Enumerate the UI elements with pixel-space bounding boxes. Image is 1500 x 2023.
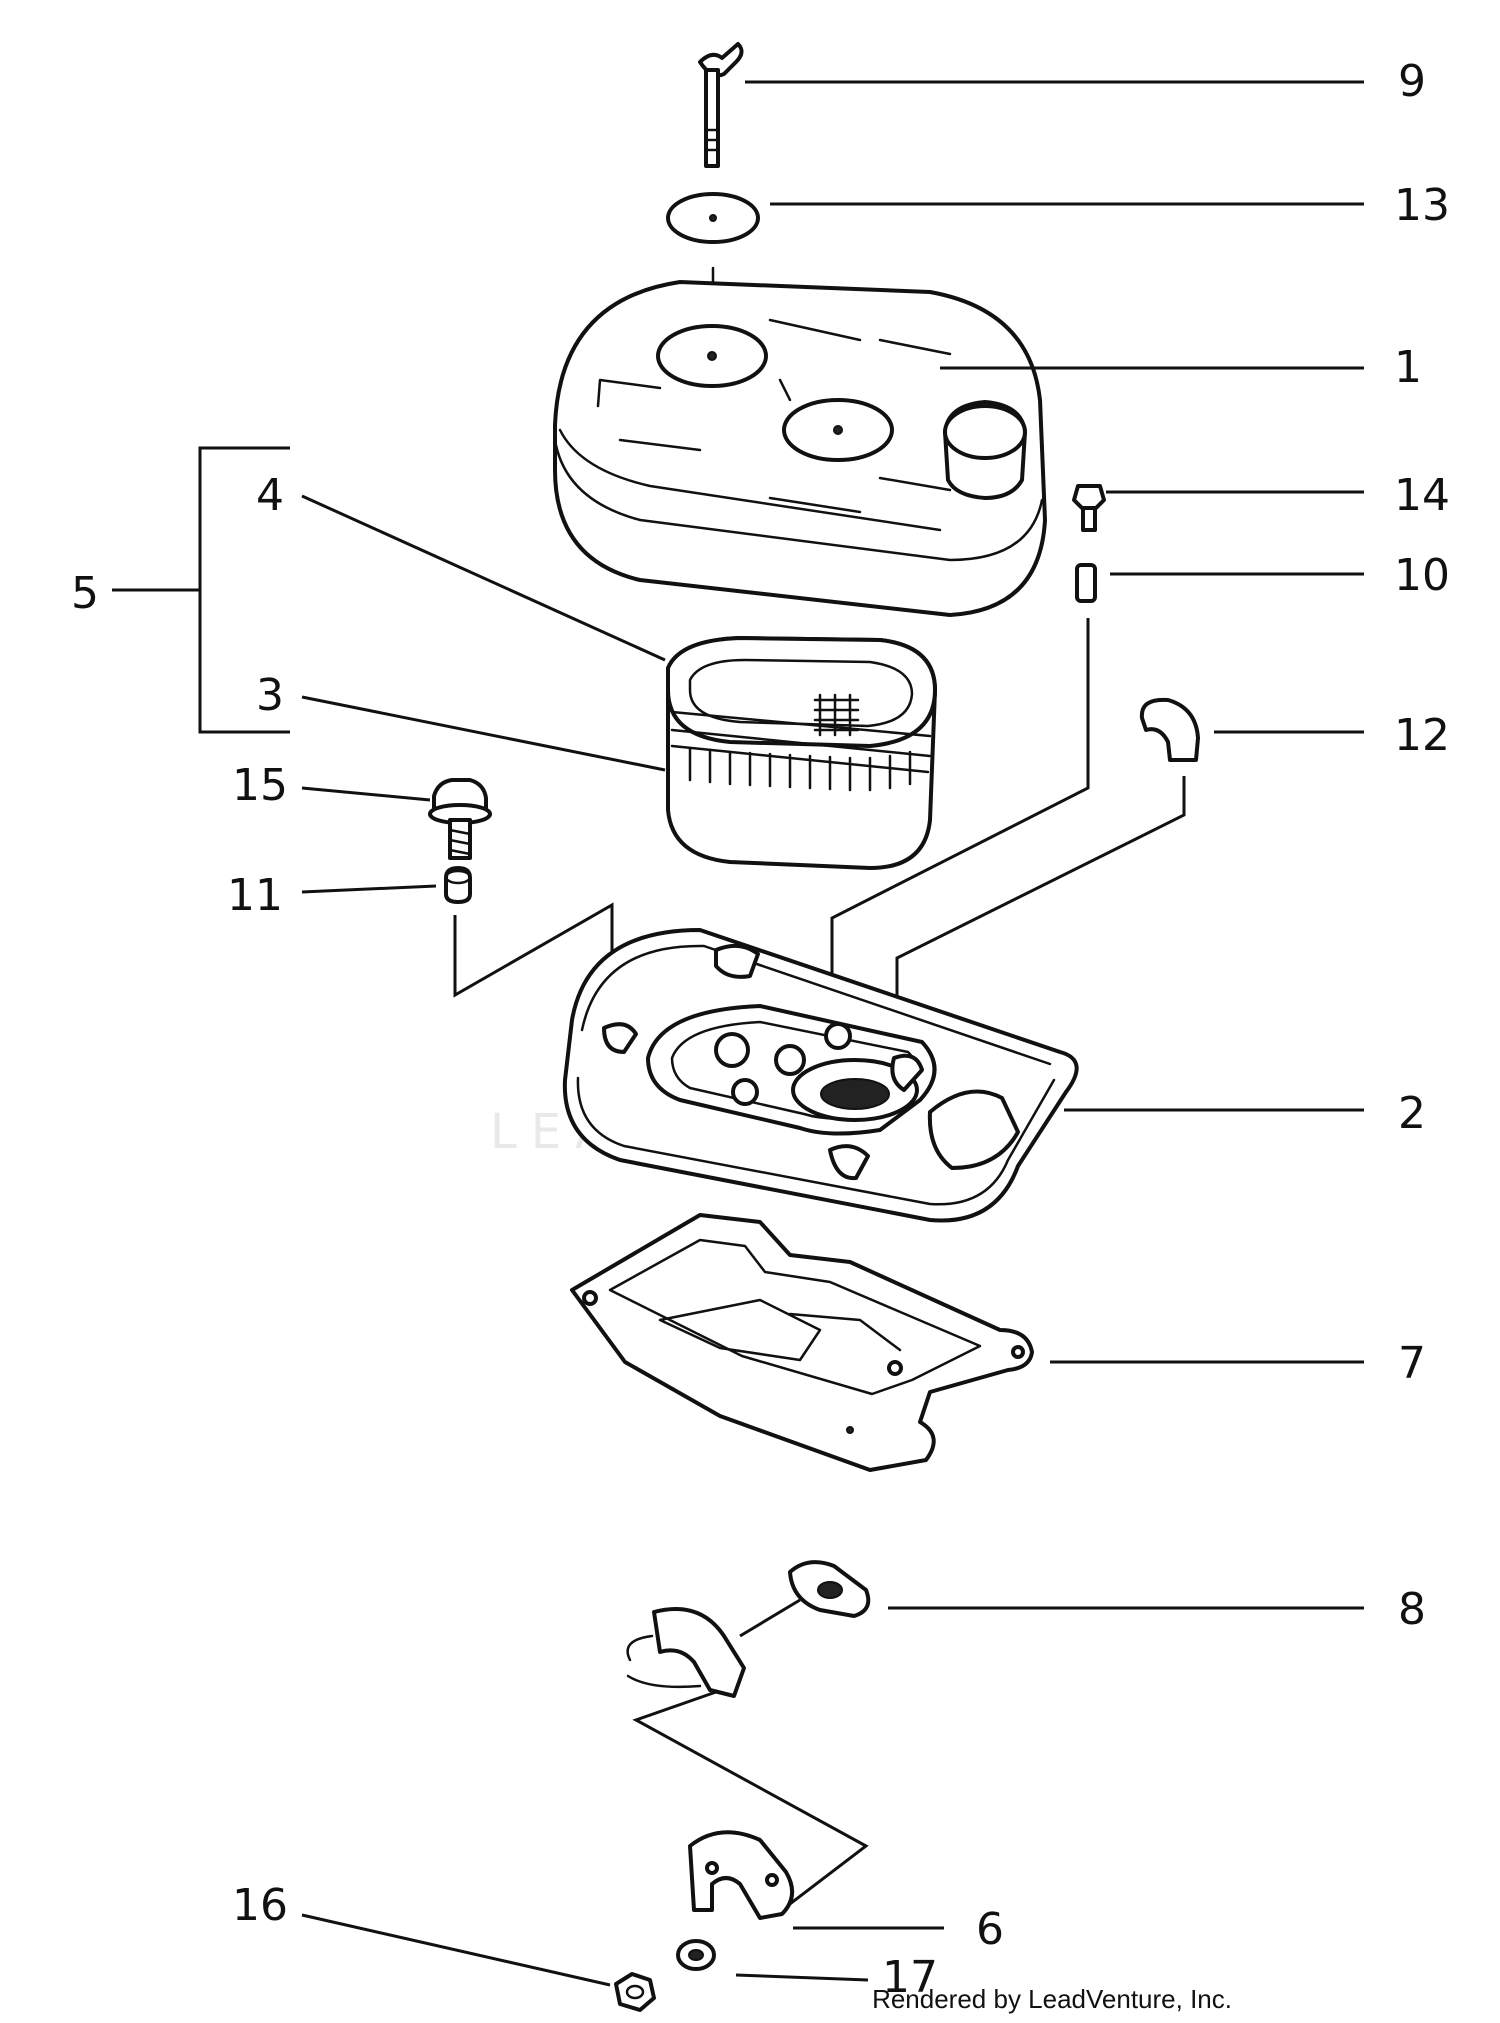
leader-8-pipe xyxy=(739,1598,801,1638)
part-7-plate xyxy=(570,1213,1034,1472)
callout-5: 5 xyxy=(71,568,99,619)
part-12-elbow xyxy=(895,697,1200,1040)
callout-17: 17 xyxy=(882,1952,938,2003)
callout-9: 9 xyxy=(1398,56,1426,107)
part-3-4-filter-elements xyxy=(666,636,937,870)
part-10-pin xyxy=(830,563,1097,1005)
callout-4: 4 xyxy=(256,470,284,521)
callout-7: 7 xyxy=(1398,1338,1426,1389)
part-1-cover xyxy=(553,280,1047,617)
leader-lines xyxy=(112,80,1364,1987)
callout-labels: 9 13 1 14 10 12 2 7 8 6 17 5 4 3 15 11 1… xyxy=(71,56,1450,2003)
callout-8: 8 xyxy=(1398,1584,1426,1635)
part-16-nut xyxy=(614,1972,656,2012)
part-2-base xyxy=(562,928,1079,1223)
callout-14: 14 xyxy=(1394,470,1450,521)
callout-13: 13 xyxy=(1394,180,1450,231)
part-8-gasket xyxy=(788,1560,871,1618)
callout-15: 15 xyxy=(232,760,288,811)
callout-16: 16 xyxy=(232,1880,288,1931)
callout-3: 3 xyxy=(256,670,284,721)
intake-pipe xyxy=(626,1607,869,1912)
callout-2: 2 xyxy=(1398,1088,1426,1139)
callout-12: 12 xyxy=(1394,710,1450,761)
part-14-bolt xyxy=(1072,484,1106,532)
part-15-flange-bolt xyxy=(428,778,492,860)
part-6-bracket xyxy=(688,1830,794,1920)
callout-6: 6 xyxy=(976,1904,1004,1955)
render-credit: Rendered by LeadVenture, Inc. xyxy=(872,1984,1232,2014)
part-9-wing-bolt xyxy=(698,42,744,168)
callout-11: 11 xyxy=(227,870,283,921)
callout-10: 10 xyxy=(1394,550,1450,601)
part-17-washer xyxy=(676,1939,716,1971)
callout-1: 1 xyxy=(1394,342,1422,393)
